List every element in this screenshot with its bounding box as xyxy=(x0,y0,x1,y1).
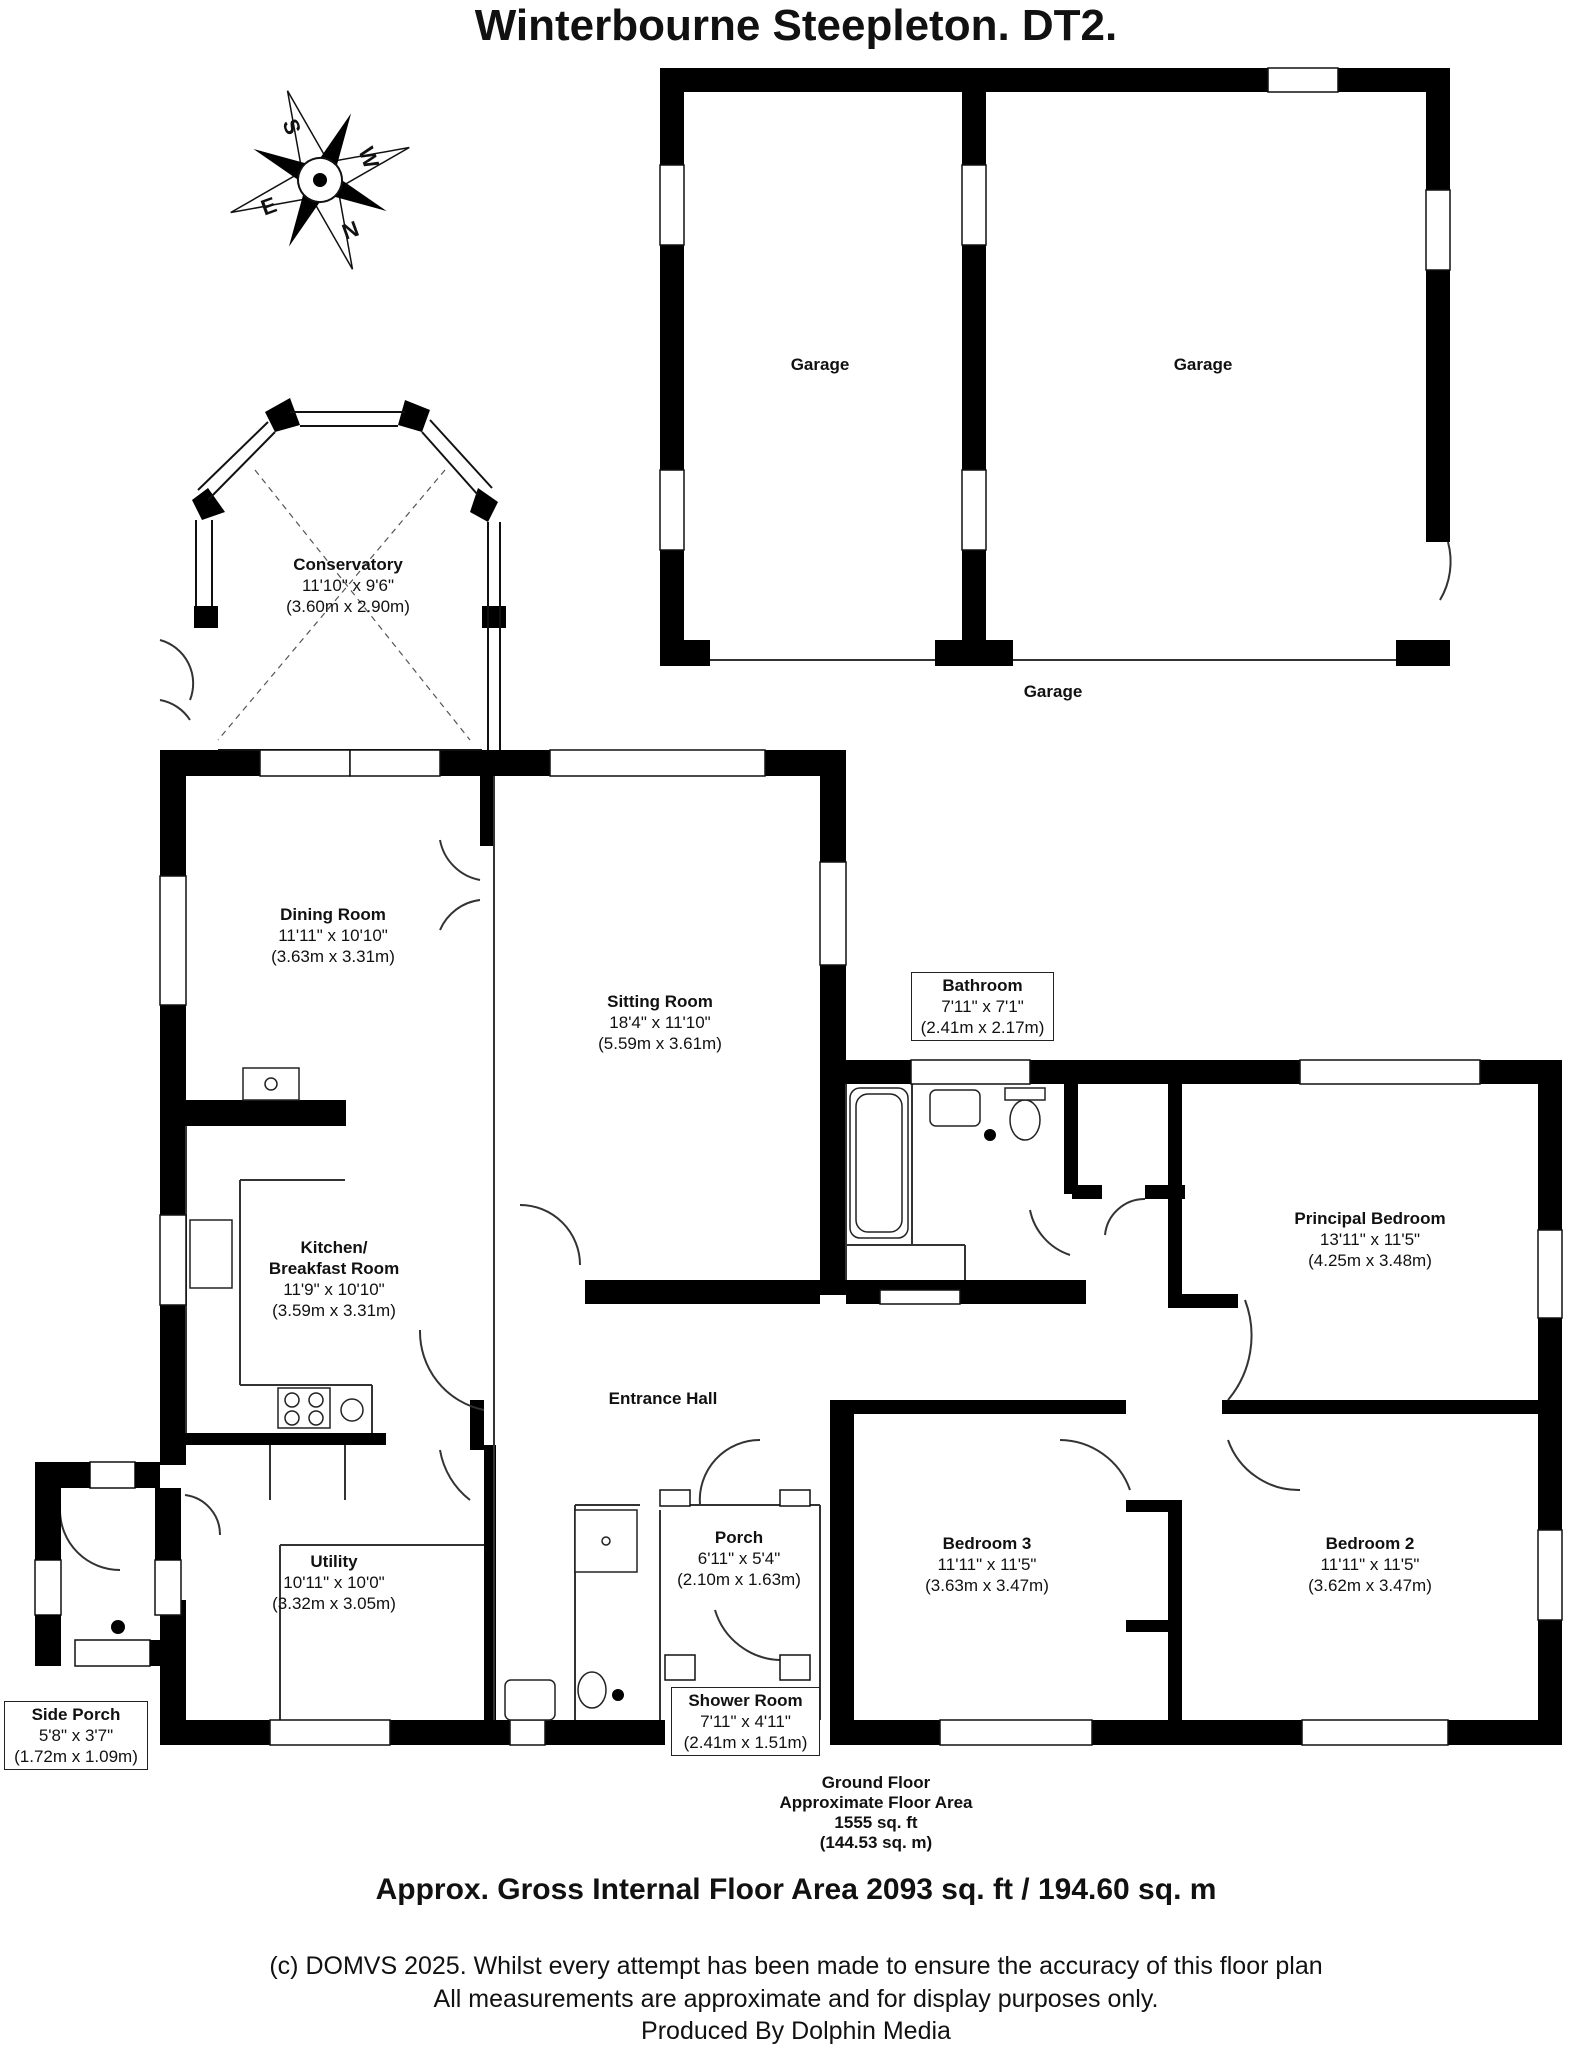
garage-pier-left xyxy=(660,640,710,666)
interior-lines xyxy=(59,541,1452,1720)
ground-floor-summary: Ground Floor Approximate Floor Area 1555… xyxy=(696,1773,1056,1853)
conservatory-post xyxy=(482,606,506,628)
wall-kitchen-utility xyxy=(186,1433,386,1445)
footer-note: All measurements are approximate and for… xyxy=(433,1985,1159,2013)
room-label-sitting-room: Sitting Room 18'4" x 11'10" (5.59m x 3.6… xyxy=(598,992,722,1053)
kitchen-bin xyxy=(340,1398,364,1422)
wall-bed3-west xyxy=(830,1400,854,1745)
wall-sitting-east-lower xyxy=(820,965,846,1295)
bath-tub-inner xyxy=(855,1093,903,1233)
garage-wall-right xyxy=(1426,68,1450,542)
shower-marker xyxy=(612,1689,624,1701)
room-label-bedroom-2: Bedroom 2 11'11" x 11'5" (3.62m x 3.47m) xyxy=(1308,1534,1432,1595)
room-label-garage-caption: Garage xyxy=(1023,682,1083,701)
footer-credit: Produced By Dolphin Media xyxy=(641,2017,951,2045)
floor-summary-line: Approximate Floor Area xyxy=(779,1793,973,1812)
wall-wardrobe-b xyxy=(1126,1620,1182,1632)
room-label-garage-right: Garage xyxy=(1173,355,1233,374)
wall-west-utility xyxy=(160,1600,186,1745)
room-label-porch: Porch 6'11" x 5'4" (2.10m x 1.63m) xyxy=(677,1528,801,1589)
compass-rose xyxy=(230,90,410,270)
conservatory-corner xyxy=(192,488,225,520)
wall-sitting-east xyxy=(820,750,846,862)
property-title: Winterbourne Steepleton. DT2. xyxy=(474,1,1118,50)
wall-principal-south xyxy=(1222,1400,1562,1414)
wall-hall-kitchen xyxy=(470,1400,484,1450)
shower-basin xyxy=(504,1679,556,1721)
fixtures xyxy=(189,1067,1046,1721)
footer-disclaimer: (c) DOMVS 2025. Whilst every attempt has… xyxy=(269,1952,1323,1980)
wall-south-bed-mid xyxy=(1092,1720,1302,1745)
wall-bath-east xyxy=(1064,1084,1078,1194)
toilet xyxy=(1009,1099,1041,1141)
wall-south-bed2 xyxy=(1448,1720,1562,1745)
wall-north-mid xyxy=(440,750,550,776)
windows xyxy=(34,67,1563,1746)
garage-pier-mid xyxy=(935,640,1013,666)
cistern xyxy=(1004,1087,1046,1101)
shower-toilet xyxy=(577,1671,607,1709)
wall-bath-north xyxy=(846,1060,911,1084)
conservatory-corner xyxy=(265,398,300,432)
wall-bath-north-r xyxy=(1030,1060,1300,1084)
floor-summary-line: Ground Floor xyxy=(821,1773,931,1792)
gross-floor-area: Approx. Gross Internal Floor Area 2093 s… xyxy=(375,1873,1217,1906)
room-label-kitchen: Kitchen/ Breakfast Room 11'9" x 10'10" (… xyxy=(268,1238,400,1320)
wall-hall-bed3-north xyxy=(830,1400,1126,1414)
room-label-bedroom-3: Bedroom 3 11'11" x 11'5" (3.63m x 3.47m) xyxy=(925,1534,1049,1595)
room-label-shower-room: Shower Room 7'11" x 4'11" (2.41m x 1.51m… xyxy=(671,1687,820,1756)
room-label-side-porch: Side Porch 5'8" x 3'7" (1.72m x 1.09m) xyxy=(4,1701,148,1770)
wall-south-shower xyxy=(545,1720,665,1745)
side-porch-marker xyxy=(111,1620,125,1634)
room-label-bathroom: Bathroom 7'11" x 7'1" (2.41m x 2.17m) xyxy=(911,972,1054,1041)
wall-dining-sitting xyxy=(480,776,494,846)
room-label-utility: Utility 10'11" x 10'0" (3.32m x 3.05m) xyxy=(272,1552,396,1613)
wall-principal-west xyxy=(1168,1084,1182,1294)
garage-wall-left xyxy=(660,68,684,666)
conservatory-corner xyxy=(398,400,430,432)
wall-cupboard xyxy=(1072,1185,1102,1199)
wall-dining-kitchen xyxy=(186,1100,346,1126)
wall-sitting-hall xyxy=(585,1280,820,1304)
sink xyxy=(189,1219,233,1289)
room-label-entrance-hall: Entrance Hall xyxy=(608,1389,718,1408)
room-label-principal-bedroom: Principal Bedroom 13'11" x 11'5" (4.25m … xyxy=(1294,1209,1446,1270)
wall-east-principal xyxy=(1538,1060,1562,1230)
basin xyxy=(929,1089,981,1127)
room-label-conservatory: Conservatory 11'10" x 9'6" (3.60m x 2.90… xyxy=(286,555,410,616)
conservatory-corner xyxy=(470,488,498,522)
conservatory-post xyxy=(194,606,218,628)
wall-west-dining xyxy=(160,750,186,876)
room-label-garage-left: Garage xyxy=(790,355,850,374)
conservatory-roof-lines xyxy=(217,469,471,741)
wall-principal-hall xyxy=(1168,1294,1238,1308)
garage-wall-middle xyxy=(962,68,986,666)
conservatory-glazing xyxy=(195,411,501,750)
garage-pier-right xyxy=(1396,640,1450,666)
room-label-dining-room: Dining Room 11'11" x 10'10" (3.63m x 3.3… xyxy=(271,905,395,966)
wall-west-kitchen-lower xyxy=(160,1305,186,1465)
shower-drain xyxy=(601,1536,611,1546)
bathroom-marker xyxy=(984,1129,996,1141)
wall-west-dining-lower xyxy=(160,1005,186,1215)
side-porch-walls xyxy=(35,1462,186,1666)
wall-wardrobe xyxy=(1126,1500,1182,1512)
floor-summary-line: 1555 sq. ft xyxy=(834,1813,918,1832)
floor-summary-line: (144.53 sq. m) xyxy=(819,1833,933,1852)
